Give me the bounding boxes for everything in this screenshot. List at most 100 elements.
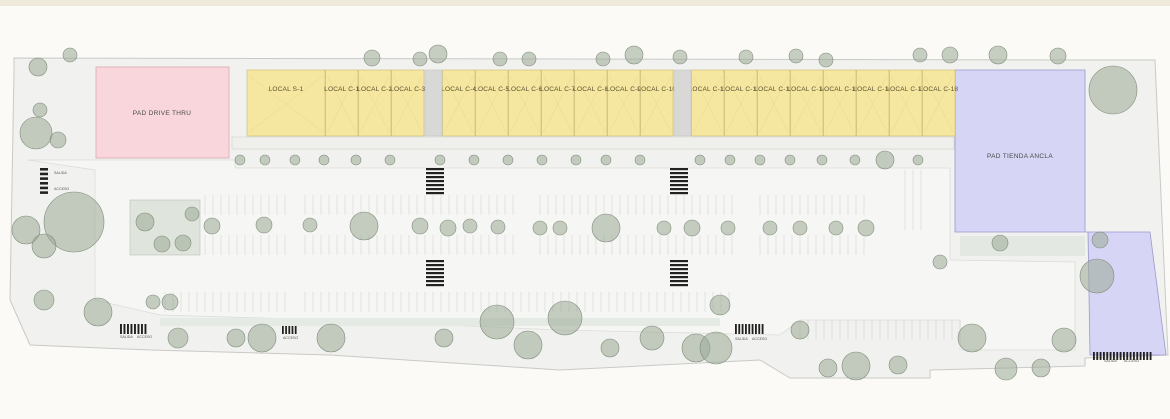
tree-20 — [600, 338, 620, 358]
tree-10 — [33, 289, 55, 311]
crosswalk-8-2 — [741, 324, 744, 334]
crosswalk-4-3 — [670, 272, 688, 275]
crosswalk-8-3 — [745, 324, 747, 334]
access-label-salida-2: SALIDA — [120, 335, 133, 339]
tree-45 — [255, 216, 273, 234]
tree-28 — [888, 355, 908, 375]
crosswalk-2-6 — [426, 284, 444, 287]
crosswalk-9-15 — [1143, 352, 1145, 360]
unit-diagonal-b-9 — [609, 75, 639, 133]
crosswalk-9-11 — [1129, 352, 1132, 360]
unit-diagonal-b-0 — [248, 75, 324, 133]
unit-diagonal-b-5 — [477, 75, 507, 133]
crosswalk-6-4 — [134, 324, 136, 334]
pad-anchor-label: PAD TIENDA ANCLA — [987, 153, 1053, 160]
tree-77 — [289, 154, 301, 166]
crosswalk-9-12 — [1133, 352, 1135, 360]
retail-unit-label-13: LOCAL C-13 — [754, 86, 793, 93]
crosswalk-5-1 — [40, 172, 48, 176]
tree-23 — [699, 331, 733, 365]
tree-30 — [994, 357, 1018, 381]
crosswalk-9-16 — [1146, 352, 1149, 360]
crosswalk-8-1 — [738, 324, 741, 334]
crosswalk-7-2 — [288, 324, 291, 334]
retail-unit-label-0: LOCAL S-1 — [269, 86, 304, 93]
crosswalk-9-10 — [1126, 352, 1129, 360]
tree-64 — [521, 51, 537, 67]
retail-unit-label-6: LOCAL C-6 — [507, 86, 542, 93]
crosswalk-9-8 — [1119, 352, 1122, 360]
crosswalk-6-1 — [123, 324, 126, 334]
tree-41 — [184, 206, 200, 222]
retail-unit-label-14: LOCAL C-14 — [787, 86, 826, 93]
crosswalk-9-4 — [1106, 352, 1109, 360]
tree-17 — [479, 304, 515, 340]
service-corridor-1 — [673, 69, 692, 137]
retail-unit-label-8: LOCAL C-8 — [573, 86, 608, 93]
crosswalk-9-6 — [1113, 352, 1115, 360]
tree-67 — [672, 49, 688, 65]
tree-85 — [570, 154, 582, 166]
tree-91 — [784, 154, 796, 166]
crosswalk-9-17 — [1149, 352, 1152, 360]
access-label-acceso-3: ACCESO — [283, 336, 298, 340]
crosswalk-6-6 — [141, 324, 143, 334]
top-band — [0, 0, 1170, 6]
unit-diagonal-b-11 — [693, 75, 723, 133]
crosswalk-2-5 — [426, 280, 444, 283]
crosswalk-4-6 — [670, 284, 688, 287]
tree-95 — [912, 154, 924, 166]
crosswalk-7-4 — [294, 324, 297, 334]
tree-5 — [49, 131, 67, 149]
retail-unit-label-11: LOCAL C-11 — [689, 86, 728, 93]
tree-15 — [316, 323, 346, 353]
tree-79 — [350, 154, 362, 166]
crosswalk-3-5 — [670, 188, 688, 191]
crosswalk-3-2 — [670, 176, 688, 179]
crosswalks — [40, 168, 1152, 360]
retail-unit-label-4: LOCAL C-4 — [441, 86, 476, 93]
tree-66 — [624, 45, 644, 65]
tree-63 — [492, 51, 508, 67]
tree-71 — [912, 47, 928, 63]
unit-diagonal-b-16 — [858, 75, 888, 133]
tree-26 — [818, 358, 838, 378]
tree-86 — [600, 154, 612, 166]
retail-walkway — [231, 136, 955, 150]
tree-83 — [502, 154, 514, 166]
crosswalk-4-0 — [670, 260, 688, 263]
crosswalk-1-3 — [426, 180, 444, 183]
tree-39 — [145, 294, 161, 310]
retail-unit-label-15: LOCAL C-15 — [820, 86, 859, 93]
crosswalk-9-1 — [1096, 352, 1099, 360]
crosswalk-6-0 — [120, 324, 122, 334]
tree-21 — [639, 325, 665, 351]
unit-diagonal-b-8 — [576, 75, 606, 133]
pad-drive-thru-label: PAD DRIVE THRU — [133, 110, 192, 117]
tree-37 — [135, 212, 155, 232]
tree-12 — [167, 327, 189, 349]
unit-diagonal-b-6 — [510, 75, 540, 133]
tree-47 — [439, 219, 457, 237]
access-label-acceso-4: ACCESO — [752, 337, 767, 341]
tree-24 — [709, 294, 731, 316]
crosswalk-2-4 — [426, 276, 444, 279]
tree-34 — [1091, 231, 1109, 249]
crosswalk-1-5 — [426, 188, 444, 191]
crosswalk-8-6 — [755, 324, 757, 334]
tree-14 — [247, 323, 277, 353]
tree-61 — [412, 51, 428, 67]
tree-3 — [19, 116, 53, 150]
crosswalk-6-3 — [130, 324, 133, 334]
tree-94 — [875, 150, 895, 170]
unit-diagonal-b-13 — [759, 75, 789, 133]
retail-unit-label-10: LOCAL C-10 — [637, 86, 676, 93]
unit-diagonal-b-17 — [891, 75, 921, 133]
tree-57 — [828, 220, 844, 236]
tree-62 — [428, 44, 448, 64]
tree-11 — [161, 293, 179, 311]
tree-80 — [384, 154, 396, 166]
retail-unit-label-2: LOCAL C-2 — [357, 86, 392, 93]
